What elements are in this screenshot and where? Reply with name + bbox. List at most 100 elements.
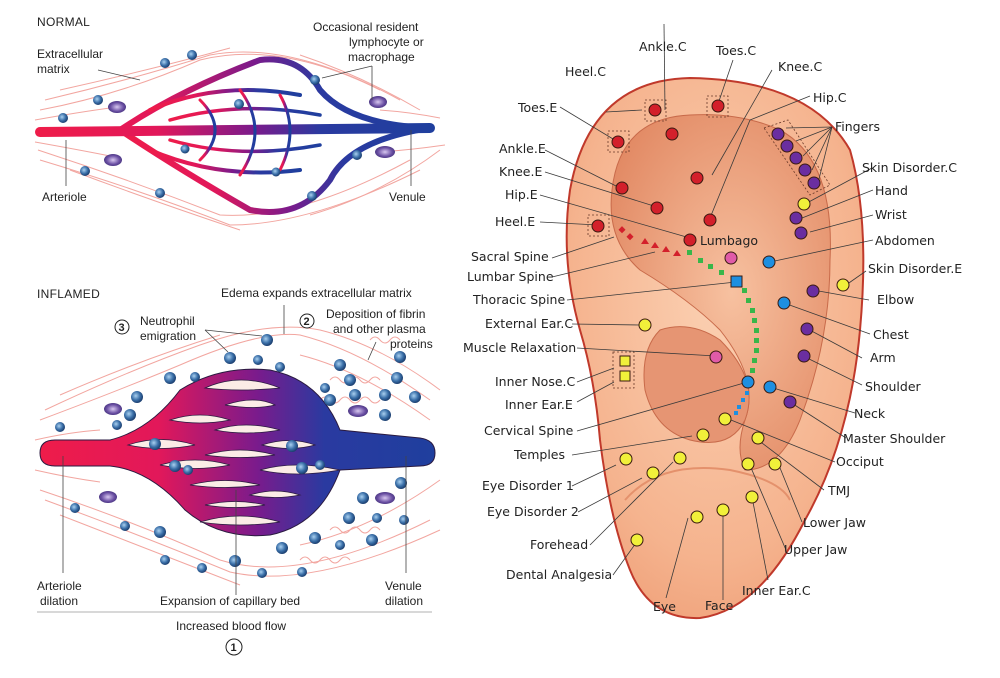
point-face[interactable] — [716, 503, 730, 517]
point-toes-e[interactable] — [611, 135, 625, 149]
label-arteriole: Arteriole — [42, 190, 87, 204]
label-neutrophil-line1: Neutrophil — [140, 314, 195, 328]
point-wrist[interactable] — [794, 226, 808, 240]
label-resident-cell-line1: Occasional resident — [313, 20, 419, 34]
normal-leader-lines — [65, 65, 412, 186]
point-chest[interactable] — [777, 296, 791, 310]
point-inner-ear-e[interactable] — [619, 370, 631, 382]
label-shoulder: Shoulder — [865, 379, 922, 394]
spine-markers — [618, 226, 759, 415]
label-capillary-expansion: Expansion of capillary bed — [160, 594, 300, 608]
inflamed-heading: INFLAMED — [37, 287, 100, 301]
point-toes-c[interactable] — [711, 99, 725, 113]
point-finger-2[interactable] — [780, 139, 794, 153]
point-heel-e[interactable] — [591, 219, 605, 233]
point-muscle-relaxation[interactable] — [709, 350, 723, 364]
inflamed-cells — [55, 334, 421, 578]
point-lumbago[interactable] — [683, 233, 697, 247]
label-neck: Neck — [854, 406, 886, 421]
point-eye[interactable] — [690, 510, 704, 524]
point-arm[interactable] — [800, 322, 814, 336]
yellow-points — [619, 197, 850, 547]
point-eye-disorder-1[interactable] — [619, 452, 633, 466]
step-3-circle — [114, 319, 130, 335]
label-occiput: Occiput — [836, 454, 884, 469]
point-finger-3[interactable] — [789, 151, 803, 165]
step-2-circle — [299, 313, 315, 329]
label-edema: Edema expands extracellular matrix — [221, 286, 412, 300]
label-heel-e: Heel.E — [495, 214, 535, 229]
point-eye-disorder-2[interactable] — [646, 466, 660, 480]
blue-points — [730, 255, 791, 394]
point-thoracic-spine[interactable] — [730, 275, 743, 288]
label-venule-dilation-line1: Venule — [385, 579, 422, 593]
label-dental-analgesia: Dental Analgesia — [506, 567, 612, 582]
ear-svg: Toes.E Ankle.E Knee.E Hip.E Heel.E Sacra… — [463, 23, 962, 620]
ear-lobe-fold — [624, 467, 791, 501]
ear-helix-rim — [610, 114, 831, 471]
point-finger-5[interactable] — [807, 176, 821, 190]
point-finger-4[interactable] — [798, 163, 812, 177]
point-tmj[interactable] — [751, 431, 765, 445]
point-ankle-c[interactable] — [665, 127, 679, 141]
point-dental-analgesia[interactable] — [630, 533, 644, 547]
label-forehead: Forehead — [530, 537, 588, 552]
point-ankle-e[interactable] — [615, 181, 629, 195]
label-toes-e: Toes.E — [517, 100, 557, 115]
label-eye-disorder-2: Eye Disorder 2 — [487, 504, 579, 519]
label-fingers: Fingers — [835, 119, 880, 134]
normal-capillary-network — [35, 56, 435, 215]
label-neutrophil-line2: emigration — [140, 329, 196, 343]
label-ankle-e: Ankle.E — [499, 141, 546, 156]
point-knee-c[interactable] — [690, 171, 704, 185]
point-cervical-spine[interactable] — [741, 375, 755, 389]
point-occiput[interactable] — [718, 412, 732, 426]
point-knee-e[interactable] — [650, 201, 664, 215]
label-upper-jaw: Upper Jaw — [784, 542, 847, 557]
inflammation-diagram: NORMAL — [0, 0, 460, 673]
point-inner-ear-c[interactable] — [745, 490, 759, 504]
label-fibrin-line2: and other plasma — [333, 322, 426, 336]
label-inner-ear-e: Inner Ear.E — [505, 397, 573, 412]
point-finger-1[interactable] — [771, 127, 785, 141]
point-abdomen[interactable] — [762, 255, 776, 269]
point-lumbar-region[interactable] — [724, 251, 738, 265]
point-heel-c[interactable] — [648, 103, 662, 117]
step-1-number: 1 — [231, 642, 237, 654]
point-inner-nose-c[interactable] — [619, 355, 631, 367]
point-external-ear-c[interactable] — [638, 318, 652, 332]
label-inner-nose-c: Inner Nose.C — [495, 374, 576, 389]
point-shoulder[interactable] — [797, 349, 811, 363]
label-lumbar-spine: Lumbar Spine — [467, 269, 554, 284]
point-neck[interactable] — [763, 380, 777, 394]
point-skin-disorder-c[interactable] — [797, 197, 811, 211]
label-hip-c: Hip.C — [813, 90, 847, 105]
normal-heading: NORMAL — [37, 15, 90, 29]
point-master-shoulder[interactable] — [783, 395, 797, 409]
inflamed-leader-lines — [37, 305, 432, 613]
label-muscle-relaxation: Muscle Relaxation — [463, 340, 576, 355]
point-skin-disorder-e[interactable] — [836, 278, 850, 292]
point-forehead[interactable] — [673, 451, 687, 465]
label-master-shoulder: Master Shoulder — [843, 431, 946, 446]
label-abdomen: Abdomen — [875, 233, 935, 248]
neutrophil — [224, 352, 236, 364]
inflamed-capillary-bed — [39, 368, 436, 537]
point-temples[interactable] — [696, 428, 710, 442]
point-lower-jaw[interactable] — [768, 457, 782, 471]
label-arteriole-dilation-line2: dilation — [40, 594, 78, 608]
point-hand[interactable] — [789, 211, 803, 225]
ear-points — [591, 99, 850, 547]
step-2-number: 2 — [304, 316, 310, 328]
label-heel-c: Heel.C — [565, 64, 606, 79]
label-extracellular-matrix-line2: matrix — [37, 62, 70, 76]
point-elbow[interactable] — [806, 284, 820, 298]
label-thoracic-spine: Thoracic Spine — [472, 292, 565, 307]
point-hip-c[interactable] — [703, 213, 717, 227]
label-venule-dilation-line2: dilation — [385, 594, 423, 608]
label-eye-disorder-1: Eye Disorder 1 — [482, 478, 574, 493]
ear-leader-lines — [539, 23, 874, 600]
pink-points — [709, 251, 738, 364]
label-venule: Venule — [389, 190, 426, 204]
point-upper-jaw[interactable] — [741, 457, 755, 471]
